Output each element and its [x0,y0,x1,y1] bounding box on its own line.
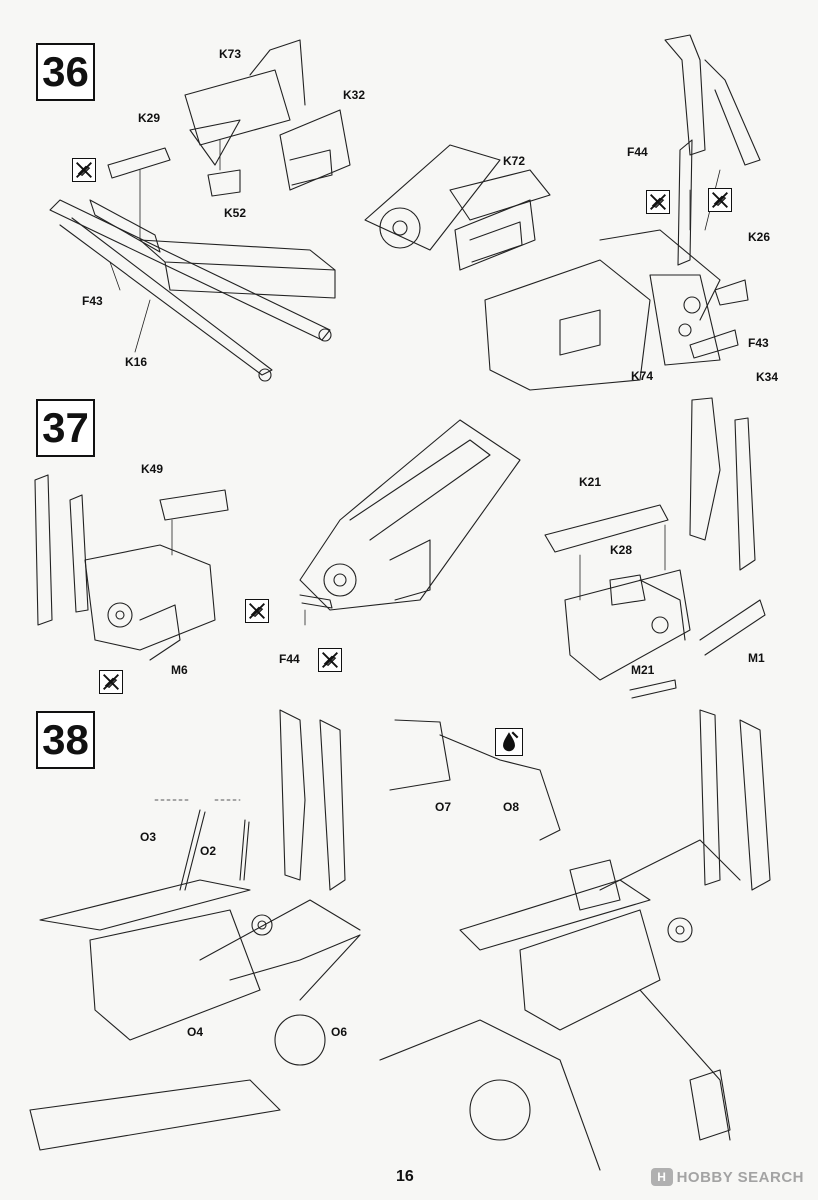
part-label: K21 [579,475,602,489]
page-number: 16 [396,1168,414,1185]
step38-right-drawing [379,709,771,1171]
step38-left-drawing [29,709,361,1151]
part-label: K49 [141,462,164,476]
part-label: K26 [748,230,771,244]
step37-left-drawing [34,474,229,661]
part-label: F44 [627,145,648,159]
step37-center-drawing [299,419,521,626]
hobby-search-watermark: H HOBBY SEARCH [650,1168,804,1186]
part-label: K16 [125,355,148,369]
step36-gearbox-drawing [184,39,351,197]
part-label: K28 [610,543,633,557]
part-label: F44 [279,652,300,666]
part-label: K73 [219,47,242,61]
part-label: K32 [343,88,366,102]
step36-chassis-drawing [49,147,336,382]
part-label: O6 [331,1025,348,1039]
cement-do-not-glue-icon [99,670,123,694]
step-38-number: 38 [36,711,95,769]
part-label: K72 [503,154,526,168]
hobby-search-logo-icon: H [650,1168,673,1186]
cement-do-not-glue-icon [646,190,670,214]
part-label: K74 [631,369,654,383]
step37-right-drawing [544,397,766,699]
part-label: K29 [138,111,161,125]
paint-drop-icon [495,728,523,756]
part-label: F43 [82,294,103,308]
part-label: O4 [187,1025,204,1039]
part-label: K34 [756,370,779,384]
step-36-number: 36 [36,43,95,101]
cement-do-not-glue-icon [318,648,342,672]
step36-frame-drawing [484,34,761,391]
part-label: K52 [224,206,247,220]
part-label: O7 [435,800,452,814]
part-label: M1 [748,651,765,665]
step-37-number: 37 [36,399,95,457]
part-label: O2 [200,844,217,858]
cement-do-not-glue-icon [245,599,269,623]
part-label: O3 [140,830,157,844]
part-label: M21 [631,663,655,677]
part-label: O8 [503,800,520,814]
part-label: M6 [171,663,188,677]
watermark-text: HOBBY SEARCH [676,1168,804,1186]
cement-do-not-glue-icon [72,158,96,182]
step36-housing-drawing [364,144,551,271]
part-label: F43 [748,336,769,350]
cement-do-not-glue-icon [708,188,732,212]
